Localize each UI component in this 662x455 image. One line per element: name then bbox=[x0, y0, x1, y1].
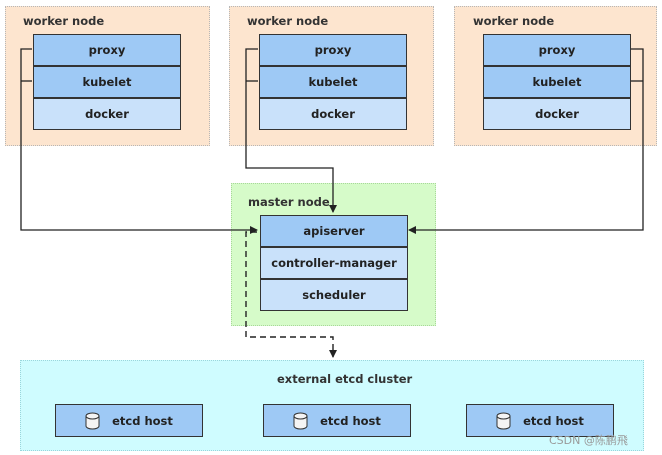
worker-node-title: worker node bbox=[23, 14, 105, 28]
worker-node-title: worker node bbox=[473, 14, 555, 28]
docker-component: docker bbox=[33, 98, 181, 130]
master-node: master node apiserver controller-manager… bbox=[231, 183, 436, 326]
database-icon bbox=[496, 412, 511, 429]
controller-manager-component: controller-manager bbox=[260, 247, 408, 279]
scheduler-component: scheduler bbox=[260, 279, 408, 311]
worker-node-2: worker node proxy kubelet docker bbox=[229, 6, 434, 146]
worker-node-3: worker node proxy kubelet docker bbox=[454, 6, 657, 146]
worker-node-1: worker node proxy kubelet docker bbox=[5, 6, 210, 146]
kubelet-component: kubelet bbox=[33, 66, 181, 98]
etcd-host-label: etcd host bbox=[112, 413, 173, 428]
kubelet-component: kubelet bbox=[483, 66, 631, 98]
kubelet-component: kubelet bbox=[259, 66, 407, 98]
etcd-host-1: etcd host bbox=[55, 404, 203, 437]
proxy-component: proxy bbox=[33, 34, 181, 66]
docker-component: docker bbox=[259, 98, 407, 130]
database-icon bbox=[293, 412, 308, 429]
etcd-host-3: etcd host bbox=[466, 404, 614, 437]
etcd-host-2: etcd host bbox=[263, 404, 411, 437]
proxy-component: proxy bbox=[483, 34, 631, 66]
proxy-component: proxy bbox=[259, 34, 407, 66]
external-etcd-cluster: external etcd cluster etcd host etcd hos… bbox=[20, 360, 644, 451]
docker-component: docker bbox=[483, 98, 631, 130]
apiserver-component: apiserver bbox=[260, 215, 408, 247]
etcd-host-label: etcd host bbox=[523, 413, 584, 428]
worker-node-title: worker node bbox=[247, 14, 329, 28]
database-icon bbox=[85, 412, 100, 429]
etcd-host-label: etcd host bbox=[320, 413, 381, 428]
etcd-cluster-title: external etcd cluster bbox=[277, 372, 413, 386]
master-node-title: master node bbox=[248, 195, 330, 209]
watermark: CSDN @陈鹏飛 bbox=[549, 434, 628, 447]
